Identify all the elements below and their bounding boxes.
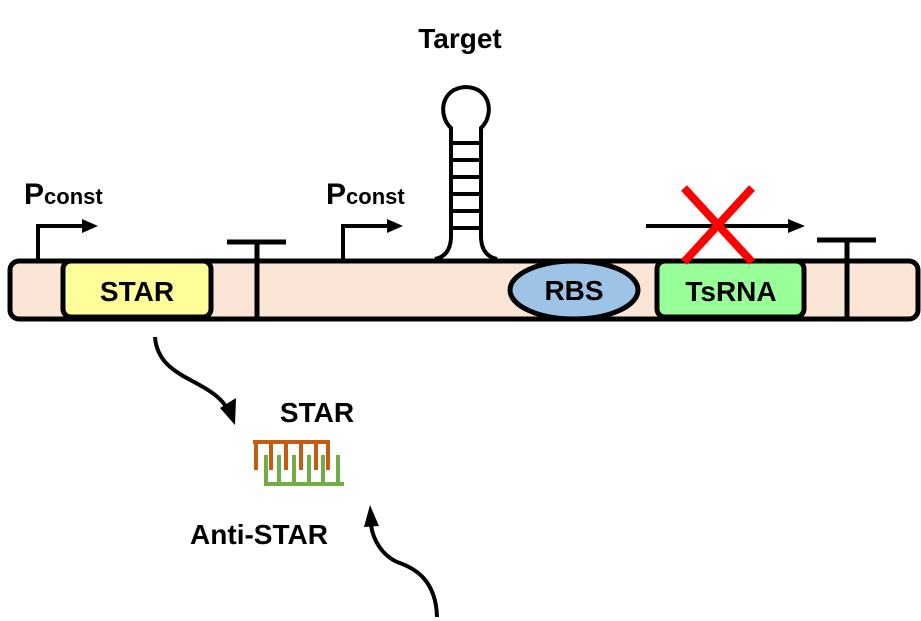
promoter-1-sub: const	[44, 184, 103, 209]
target-title: Target	[418, 23, 502, 54]
promoter-2-arrow	[341, 219, 403, 259]
star-gene-box	[60, 258, 214, 320]
promoter-1-label: Pconst	[24, 178, 103, 211]
tsrna-gene-box	[654, 258, 807, 320]
expression-arrow-antistar	[364, 505, 439, 618]
promoter-2-main: P	[326, 178, 346, 211]
terminator-1	[227, 239, 286, 317]
expression-arrow-star	[153, 336, 236, 425]
promoter-2-sub: const	[346, 184, 405, 209]
star-strand	[253, 440, 330, 470]
blocked-cross-icon	[681, 185, 755, 265]
terminator-2	[817, 237, 876, 317]
tsrna-gene-label: TsRNA	[685, 276, 776, 307]
rbs-ellipse	[507, 258, 641, 322]
promoter-1-main: P	[24, 178, 44, 211]
promoter-2-label: Pconst	[326, 178, 405, 211]
complex-antistar-label: Anti-STAR	[190, 519, 328, 550]
complex-star-label: STAR	[280, 397, 354, 428]
antistar-strand	[264, 455, 344, 486]
rbs-label: RBS	[544, 275, 603, 306]
promoter-1-arrow	[36, 219, 98, 259]
star-gene-label: STAR	[100, 276, 174, 307]
target-hairpin	[434, 84, 498, 261]
